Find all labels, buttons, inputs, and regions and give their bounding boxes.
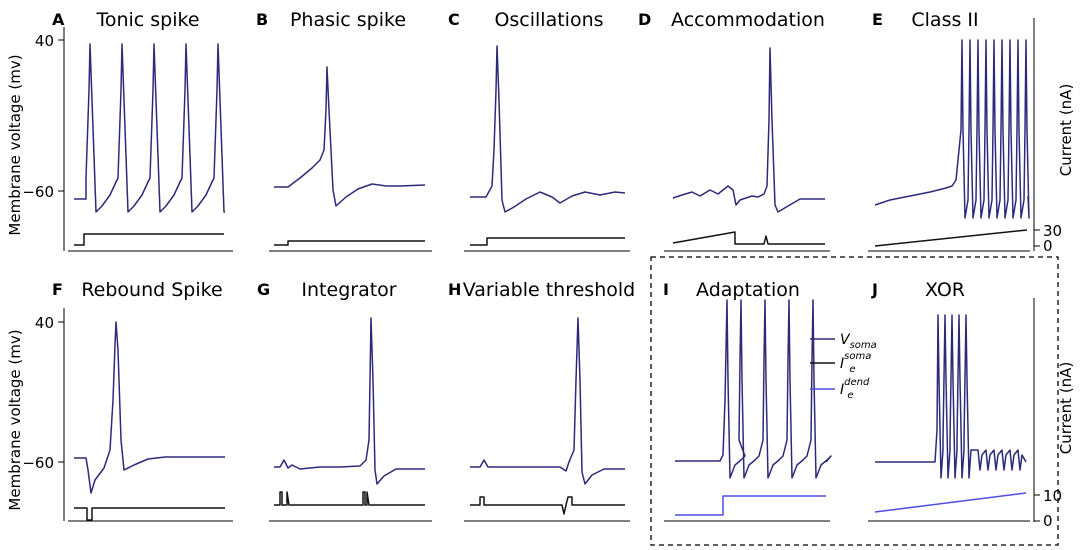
- trace-E-i-soma: [874, 229, 1028, 247]
- trace-A-v-soma: [74, 43, 225, 213]
- trace-I-i-dend: [675, 495, 826, 516]
- panel-letter-G: G: [257, 280, 270, 299]
- panel-title-E: Class II: [911, 9, 978, 31]
- panel-title-D: Accommodation: [671, 9, 825, 31]
- trace-E-v-soma: [874, 39, 1030, 219]
- trace-C-i-soma: [470, 237, 625, 246]
- trace-F-v-soma: [74, 321, 225, 494]
- panel-letter-F: F: [52, 280, 63, 299]
- ytick-label-m60-0: −60: [22, 183, 54, 201]
- rtick-label-hi-0: 30: [1043, 222, 1062, 240]
- trace-H-v-soma: [470, 317, 625, 485]
- traces-layer: [74, 39, 1030, 521]
- ytick-label-40-0: 40: [35, 32, 54, 50]
- panel-letter-E: E: [872, 10, 883, 29]
- ylabel-top-left: Membrane voltage (mv): [6, 54, 24, 235]
- panel-letter-A: A: [52, 10, 65, 29]
- trace-F-i-soma: [74, 507, 225, 521]
- panel-letter-C: C: [448, 10, 460, 29]
- panel-title-J: XOR: [925, 279, 965, 301]
- rtick-label-lo-0: 0: [1043, 237, 1053, 255]
- dashed-highlight-box: [650, 256, 1059, 546]
- trace-C-v-soma: [470, 45, 626, 213]
- panel-letter-I: I: [663, 280, 669, 299]
- trace-H-i-soma: [470, 496, 625, 515]
- trace-J-i-dend: [874, 492, 1027, 513]
- trace-J-v-soma: [875, 314, 1027, 479]
- panel-title-I: Adaptation: [696, 279, 800, 301]
- ylabel-bottom-left: Membrane voltage (mv): [6, 329, 24, 510]
- trace-B-v-soma: [274, 66, 426, 207]
- trace-D-i-soma: [672, 231, 825, 245]
- rtick-label-lo-1: 0: [1043, 512, 1053, 530]
- labels-layer: A Tonic spike B Phasic spike C Oscillations D A…: [22, 9, 1062, 530]
- panel-title-B: Phasic spike: [290, 9, 406, 31]
- panel-title-H: Variable threshold: [463, 279, 635, 301]
- panel-title-G: Integrator: [301, 279, 396, 301]
- panel-title-A: Tonic spike: [95, 9, 199, 31]
- trace-G-i-soma: [274, 491, 425, 506]
- trace-G-v-soma: [274, 317, 425, 485]
- ytick-label-40-1: 40: [35, 314, 54, 332]
- ylabel-bottom-right: Current (nA): [1057, 362, 1075, 455]
- panel-title-C: Oscillations: [494, 9, 603, 31]
- axes-layer: [58, 18, 1040, 522]
- panel-letter-H: H: [448, 280, 461, 299]
- trace-A-i-soma: [74, 233, 224, 246]
- ylabel-top-right: Current (nA): [1057, 84, 1075, 177]
- panel-title-F: Rebound Spike: [81, 279, 222, 301]
- rtick-label-hi-1: 10: [1043, 487, 1062, 505]
- panel-letter-D: D: [638, 10, 651, 29]
- panel-letter-B: B: [256, 10, 268, 29]
- trace-B-i-soma: [274, 240, 425, 246]
- panel-letter-J: J: [871, 280, 878, 299]
- ytick-label-m60-1: −60: [22, 454, 54, 472]
- legend-label-v-soma: Vsoma: [840, 332, 877, 351]
- trace-I-v-soma: [675, 299, 832, 479]
- trace-D-v-soma: [672, 47, 825, 213]
